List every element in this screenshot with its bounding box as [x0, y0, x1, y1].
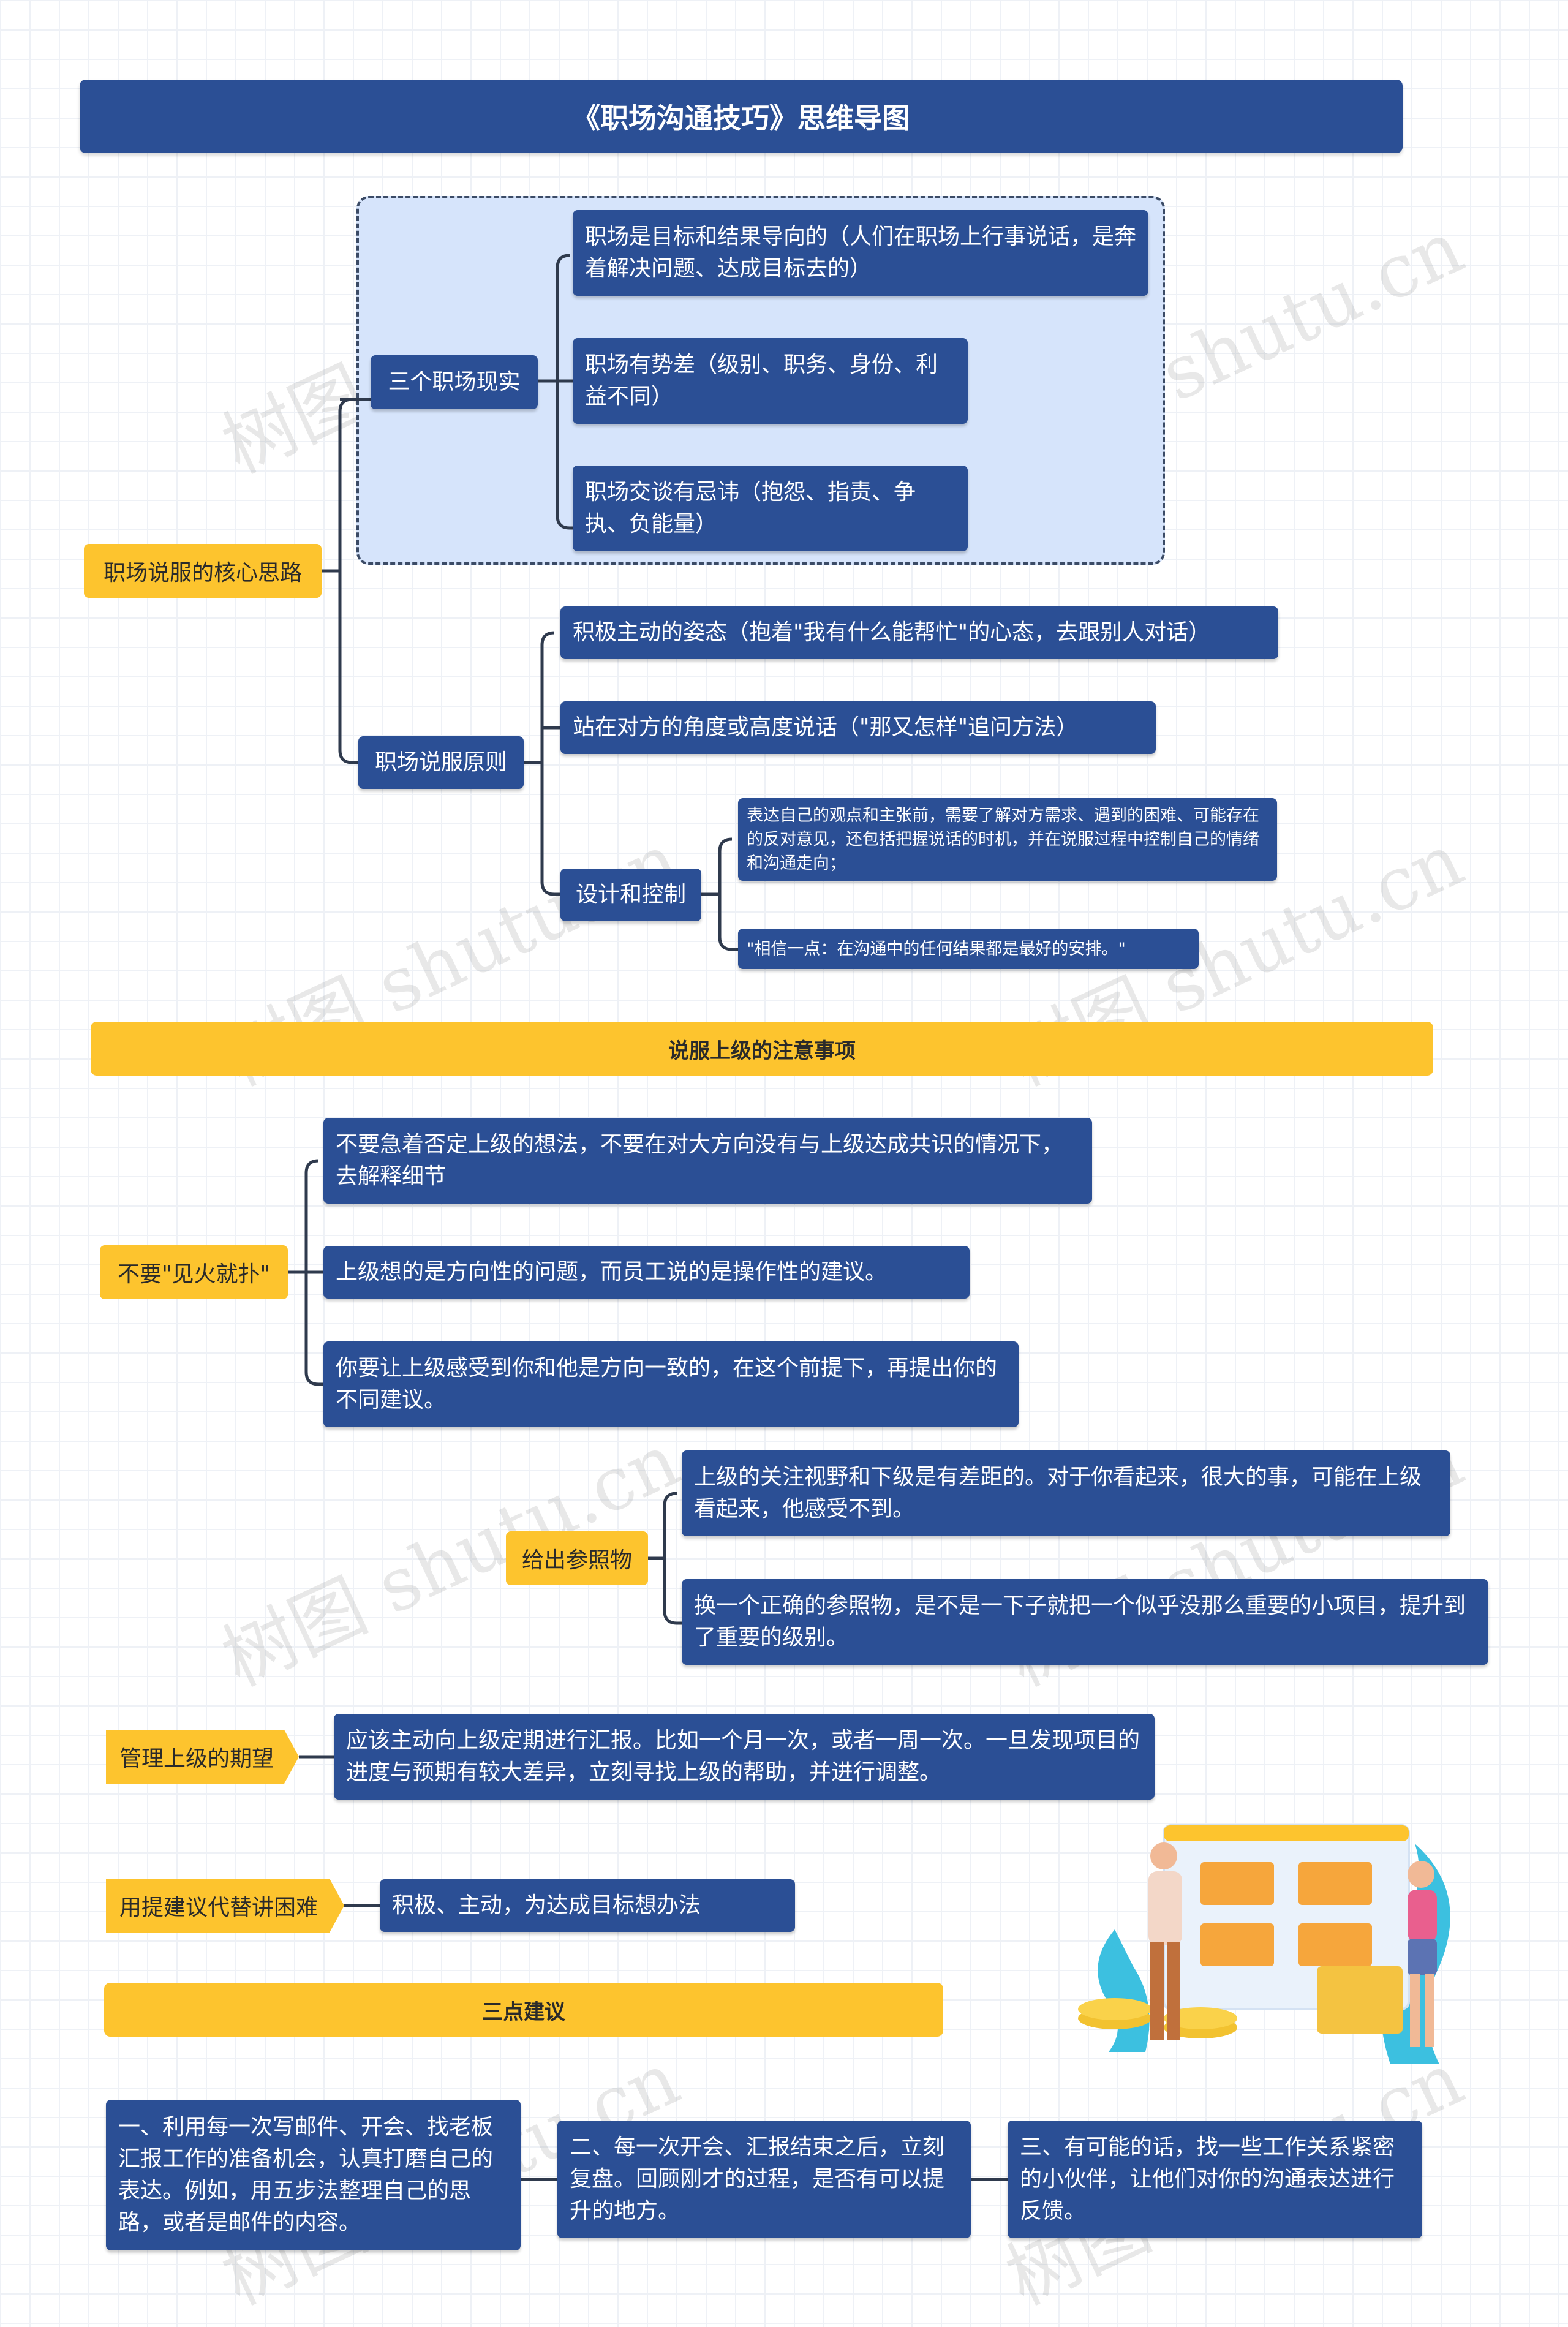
reality-item: 职场交谈有忌讳（抱怨、指责、争执、负能量）: [573, 466, 968, 551]
suggestion-item: 二、每一次开会、汇报结束之后，立刻复盘。回顾刚才的过程，是否有可以提升的地方。: [557, 2121, 971, 2238]
reality-item: 职场有势差（级别、职务、身份、利益不同）: [573, 338, 968, 424]
expectation-item: 应该主动向上级定期进行汇报。比如一个月一次，或者一周一次。一旦发现项目的进度与预…: [334, 1714, 1155, 1800]
heading-three-suggestions: 三点建议: [104, 1983, 943, 2037]
heading-persuade-superior: 说服上级的注意事项: [91, 1022, 1433, 1076]
no-rush-item: 不要急着否定上级的想法，不要在对大方向没有与上级达成共识的情况下，去解释细节: [323, 1118, 1092, 1204]
node-three-realities: 三个职场现实: [371, 355, 538, 409]
node-give-reference: 给出参照物: [506, 1531, 648, 1585]
page-title: 《职场沟通技巧》思维导图: [80, 80, 1403, 153]
node-suggest-not-complain: 用提建议代替讲困难: [106, 1879, 344, 1933]
node-manage-expectation: 管理上级的期望: [106, 1730, 299, 1784]
principle-item: 站在对方的角度或高度说话（"那又怎样"追问方法）: [560, 701, 1156, 754]
reference-item: 换一个正确的参照物，是不是一下子就把一个似乎没那么重要的小项目，提升到了重要的级…: [682, 1579, 1488, 1665]
teamwork-illustration: [1078, 1824, 1450, 2064]
reference-item: 上级的关注视野和下级是有差距的。对于你看起来，很大的事，可能在上级看起来，他感受…: [682, 1450, 1450, 1536]
suggest-item: 积极、主动，为达成目标想办法: [380, 1879, 795, 1932]
suggestion-item: 一、利用每一次写邮件、开会、找老板汇报工作的准备机会，认真打磨自己的表达。例如，…: [106, 2100, 521, 2250]
reality-item: 职场是目标和结果导向的（人们在职场上行事说话，是奔着解决问题、达成目标去的）: [573, 210, 1148, 296]
no-rush-item: 你要让上级感受到你和他是方向一致的，在这个前提下，再提出你的不同建议。: [323, 1341, 1019, 1427]
node-core-thinking: 职场说服的核心思路: [84, 544, 322, 598]
node-persuasion-principles: 职场说服原则: [358, 736, 524, 789]
suggestion-item: 三、有可能的话，找一些工作关系紧密的小伙伴，让他们对你的沟通表达进行反馈。: [1008, 2121, 1422, 2238]
node-no-rush: 不要"见火就扑": [100, 1245, 288, 1299]
no-rush-item: 上级想的是方向性的问题，而员工说的是操作性的建议。: [323, 1246, 970, 1299]
design-item: "相信一点：在沟通中的任何结果都是最好的安排。": [738, 929, 1199, 969]
design-item: 表达自己的观点和主张前，需要了解对方需求、遇到的困难、可能存在的反对意见，还包括…: [738, 798, 1277, 881]
node-design-control: 设计和控制: [560, 869, 701, 921]
principle-item: 积极主动的姿态（抱着"我有什么能帮忙"的心态，去跟别人对话）: [560, 606, 1278, 659]
